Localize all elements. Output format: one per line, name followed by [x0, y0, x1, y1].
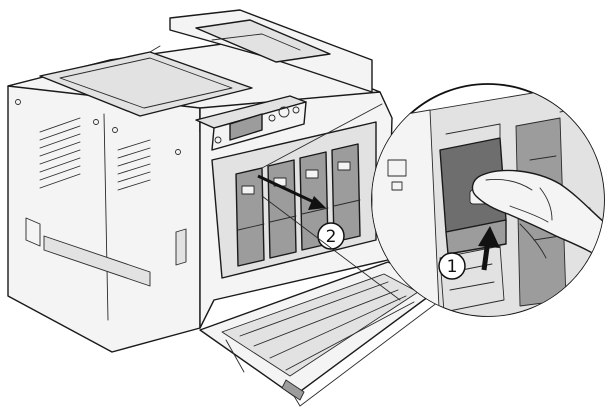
step-1-marker: 1 — [438, 252, 466, 280]
panel-dial-icon — [278, 106, 290, 118]
arrow-up-icon — [478, 226, 500, 271]
callout-leader-lines — [261, 103, 401, 301]
lcd-display-icon — [229, 113, 263, 141]
printer-body — [7, 9, 447, 407]
step-2-label: 2 — [326, 227, 337, 247]
detail-magnifier — [371, 83, 605, 317]
arrow-down-right-icon — [257, 174, 326, 210]
panel-button-icon — [292, 106, 300, 114]
step-2-marker: 2 — [317, 222, 345, 250]
step-1-label: 1 — [447, 257, 458, 277]
control-panel — [195, 95, 307, 151]
panel-button-icon — [214, 136, 222, 144]
panel-button-icon — [268, 114, 276, 122]
side-vent-grille — [39, 117, 151, 191]
